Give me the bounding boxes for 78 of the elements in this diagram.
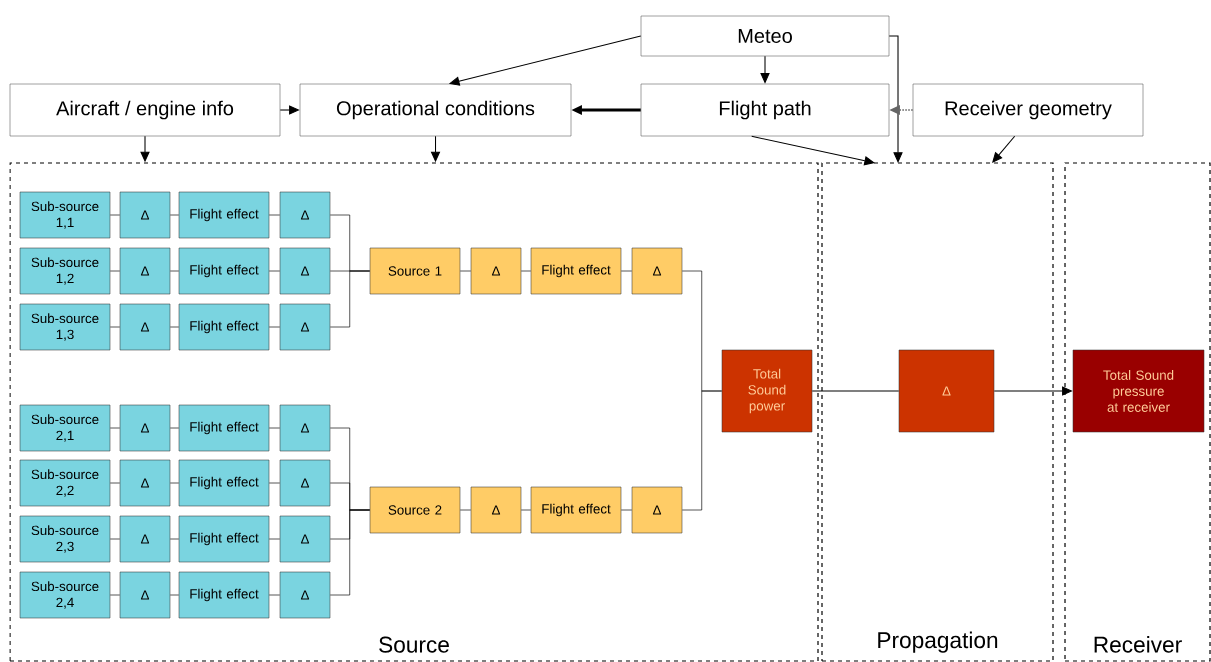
- connector-line: [268, 214, 281, 216]
- process-box: Flight effect: [178, 404, 270, 452]
- process-box: Δ: [279, 571, 331, 619]
- process-box: Receiver geometry: [912, 83, 1144, 137]
- process-box: Source 1: [369, 247, 461, 295]
- process-box: Flight effect: [178, 247, 270, 295]
- process-box: Aircraft / engine info: [9, 83, 281, 137]
- result-box: Total Sound pressure at receiver: [1072, 349, 1205, 433]
- connector-line: [329, 270, 371, 328]
- connector-line: [520, 270, 532, 272]
- connector-line: [109, 427, 121, 429]
- connector-line: [620, 509, 633, 511]
- connector-line: [109, 538, 121, 540]
- process-box: Δ: [279, 247, 331, 295]
- connector-line: [169, 538, 180, 540]
- process-box: Δ: [119, 247, 171, 295]
- process-box: Sub-source 2,4: [19, 571, 111, 619]
- process-box: Sub-source 1,1: [19, 191, 111, 239]
- connector-line: [109, 482, 121, 484]
- connector-line: [268, 427, 281, 429]
- process-box: Δ: [119, 515, 171, 563]
- connector-line: [169, 326, 180, 328]
- process-box: Δ: [470, 247, 522, 295]
- connector-line: [459, 270, 472, 272]
- connector-line: [520, 509, 532, 511]
- connector-line: [169, 482, 180, 484]
- process-box: Sub-source 2,3: [19, 515, 111, 563]
- connector-line: [811, 390, 900, 392]
- connector-line: [169, 594, 180, 596]
- connector-line: [620, 270, 633, 272]
- process-box: Δ: [119, 459, 171, 507]
- connector-line: [109, 214, 121, 216]
- process-box: Flight effect: [178, 191, 270, 239]
- process-box: Δ: [119, 404, 171, 452]
- process-box: Flight effect: [178, 515, 270, 563]
- process-box: Δ: [279, 459, 331, 507]
- connector-line: [109, 594, 121, 596]
- process-box: Δ: [631, 247, 683, 295]
- process-box: Δ: [119, 571, 171, 619]
- arrow: [888, 35, 903, 163]
- connector-line: [169, 270, 180, 272]
- connector-line: [459, 509, 472, 511]
- connector-line: [268, 594, 281, 596]
- process-box: Δ: [279, 191, 331, 239]
- connector-line: [268, 326, 281, 328]
- connector-line: [268, 538, 281, 540]
- process-box: Flight effect: [530, 247, 622, 295]
- process-box: Δ: [119, 303, 171, 351]
- process-box: Total Sound power: [721, 349, 813, 433]
- process-box: Source 2: [369, 486, 461, 534]
- process-box: Flight effect: [530, 486, 622, 534]
- process-box: Flight path: [640, 83, 890, 137]
- arrow: [992, 135, 1016, 163]
- process-box: Δ: [279, 303, 331, 351]
- process-box: Operational conditions: [299, 83, 572, 137]
- process-box: Sub-source 2,2: [19, 459, 111, 507]
- process-box: Δ: [279, 404, 331, 452]
- process-box: Sub-source 2,1: [19, 404, 111, 452]
- connector-line: [109, 270, 121, 272]
- process-box: Flight effect: [178, 571, 270, 619]
- process-box: Δ: [470, 486, 522, 534]
- process-box: Δ: [119, 191, 171, 239]
- process-box: Sub-source 1,2: [19, 247, 111, 295]
- process-box: Flight effect: [178, 459, 270, 507]
- process-box: Δ: [631, 486, 683, 534]
- process-box: Sub-source 1,3: [19, 303, 111, 351]
- connector-line: [169, 427, 180, 429]
- connector-line: [329, 509, 371, 596]
- connector-line: [681, 390, 723, 511]
- connector-line: [268, 270, 281, 272]
- process-box: Meteo: [640, 15, 890, 57]
- connector-line: [268, 482, 281, 484]
- process-box: Flight effect: [178, 303, 270, 351]
- connector-line: [169, 214, 180, 216]
- process-box: Δ: [898, 349, 995, 433]
- process-box: Δ: [279, 515, 331, 563]
- arrow: [751, 135, 875, 166]
- connector-line: [109, 326, 121, 328]
